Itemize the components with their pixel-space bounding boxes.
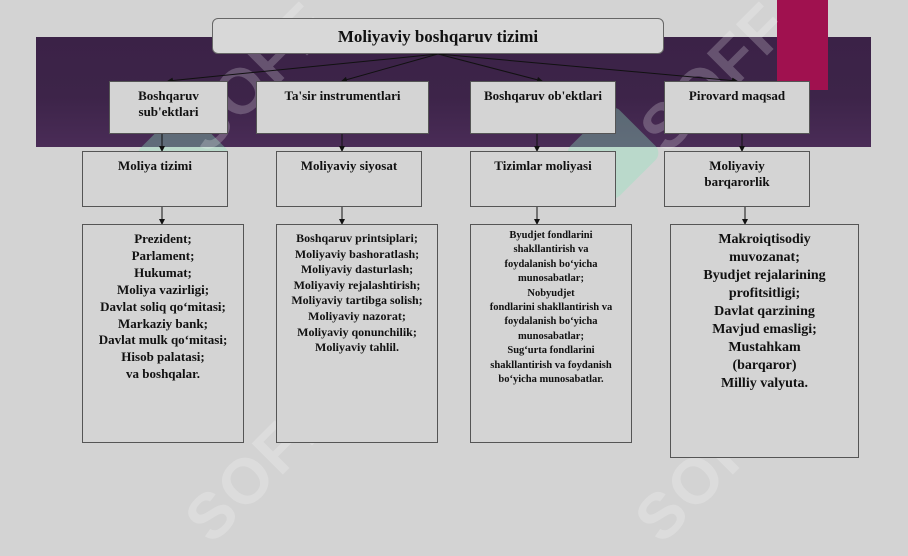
- list-item: Hisob palatasi;: [121, 349, 205, 365]
- list-item: Davlat soliq qo‘mitasi;: [100, 298, 226, 314]
- list-item: Byudjet fondlarini: [509, 230, 593, 241]
- list-item: Milliy valyuta.: [720, 376, 809, 391]
- list-item: foydalanish bo‘yicha: [504, 258, 598, 270]
- list-item: Mustahkam: [728, 340, 801, 355]
- header-box-goal: Pirovard maqsad: [664, 81, 810, 134]
- list-box-objects: Byudjet fondlarini shakllantirish va foy…: [470, 224, 632, 443]
- list-item: Hukumat;: [134, 264, 192, 280]
- list-item: Byudjet rejalarining: [703, 268, 826, 283]
- sub-box-financial-stability: Moliyaviy barqarorlik: [664, 151, 810, 207]
- list-item: Mavjud emasligi;: [712, 322, 817, 337]
- list-item: Moliyaviy tahlil.: [315, 340, 399, 355]
- list-item: shakllantirish va: [513, 244, 589, 256]
- accent-bar: [777, 0, 828, 90]
- list-item: Boshqaruv printsiplari;: [296, 231, 418, 245]
- list-item: Moliyaviy tartibga solish;: [291, 293, 423, 308]
- diagram-title: Moliyaviy boshqaruv tizimi: [212, 18, 664, 54]
- list-item: Moliyaviy bashoratlash;: [294, 246, 420, 261]
- list-box-goal: Makroiqtisodiy muvozanat; Byudjet rejala…: [670, 224, 859, 458]
- header-box-subjects: Boshqaruv sub'ektlari: [109, 81, 228, 134]
- list-item: Moliyaviy nazorat;: [308, 308, 406, 323]
- list-item: Davlat mulk qo‘mitasi;: [98, 332, 228, 348]
- list-item: muvozanat;: [729, 250, 800, 265]
- sub-box-financial-policy: Moliyaviy siyosat: [276, 151, 422, 207]
- sub-box-finance-system: Moliya tizimi: [82, 151, 228, 207]
- list-item: Makroiqtisodiy: [718, 232, 811, 247]
- list-item: munosabatlar;: [518, 330, 584, 342]
- list-item: Moliyaviy qonunchilik;: [297, 324, 417, 339]
- list-item: bo‘yicha munosabatlar.: [498, 374, 604, 386]
- list-item: shakllantirish va foydanish: [490, 359, 612, 371]
- list-item: (barqaror): [732, 358, 797, 373]
- list-item: Moliyaviy dasturlash;: [300, 262, 414, 277]
- connector-lines: [159, 53, 748, 225]
- list-item: fondlarini shakllantirish va: [489, 302, 613, 314]
- list-box-instruments: Boshqaruv printsiplari; Moliyaviy bashor…: [276, 224, 438, 443]
- list-item: Nobyudjet: [527, 287, 575, 299]
- list-item: Davlat qarzining: [714, 304, 815, 319]
- list-item: va boshqalar.: [126, 366, 200, 382]
- list-item: Moliya vazirligi;: [116, 281, 210, 297]
- list-box-subjects: Prezident; Parlament; Hukumat; Moliya va…: [82, 224, 244, 443]
- list-item: Prezident;: [134, 231, 192, 246]
- list-item: profitsitligi;: [728, 286, 801, 301]
- list-item: Sug‘urta fondlarini: [507, 345, 595, 357]
- list-item: Moliyaviy rejalashtirish;: [293, 277, 421, 292]
- header-box-instruments: Ta'sir instrumentlari: [256, 81, 429, 134]
- list-item: Parlament;: [131, 247, 195, 263]
- list-item: Markaziy bank;: [118, 315, 208, 331]
- list-item: foydalanish bo‘yicha: [504, 316, 598, 328]
- list-item: munosabatlar;: [518, 273, 584, 285]
- sub-box-systems-finance: Tizimlar moliyasi: [470, 151, 616, 207]
- header-box-objects: Boshqaruv ob'ektlari: [470, 81, 616, 134]
